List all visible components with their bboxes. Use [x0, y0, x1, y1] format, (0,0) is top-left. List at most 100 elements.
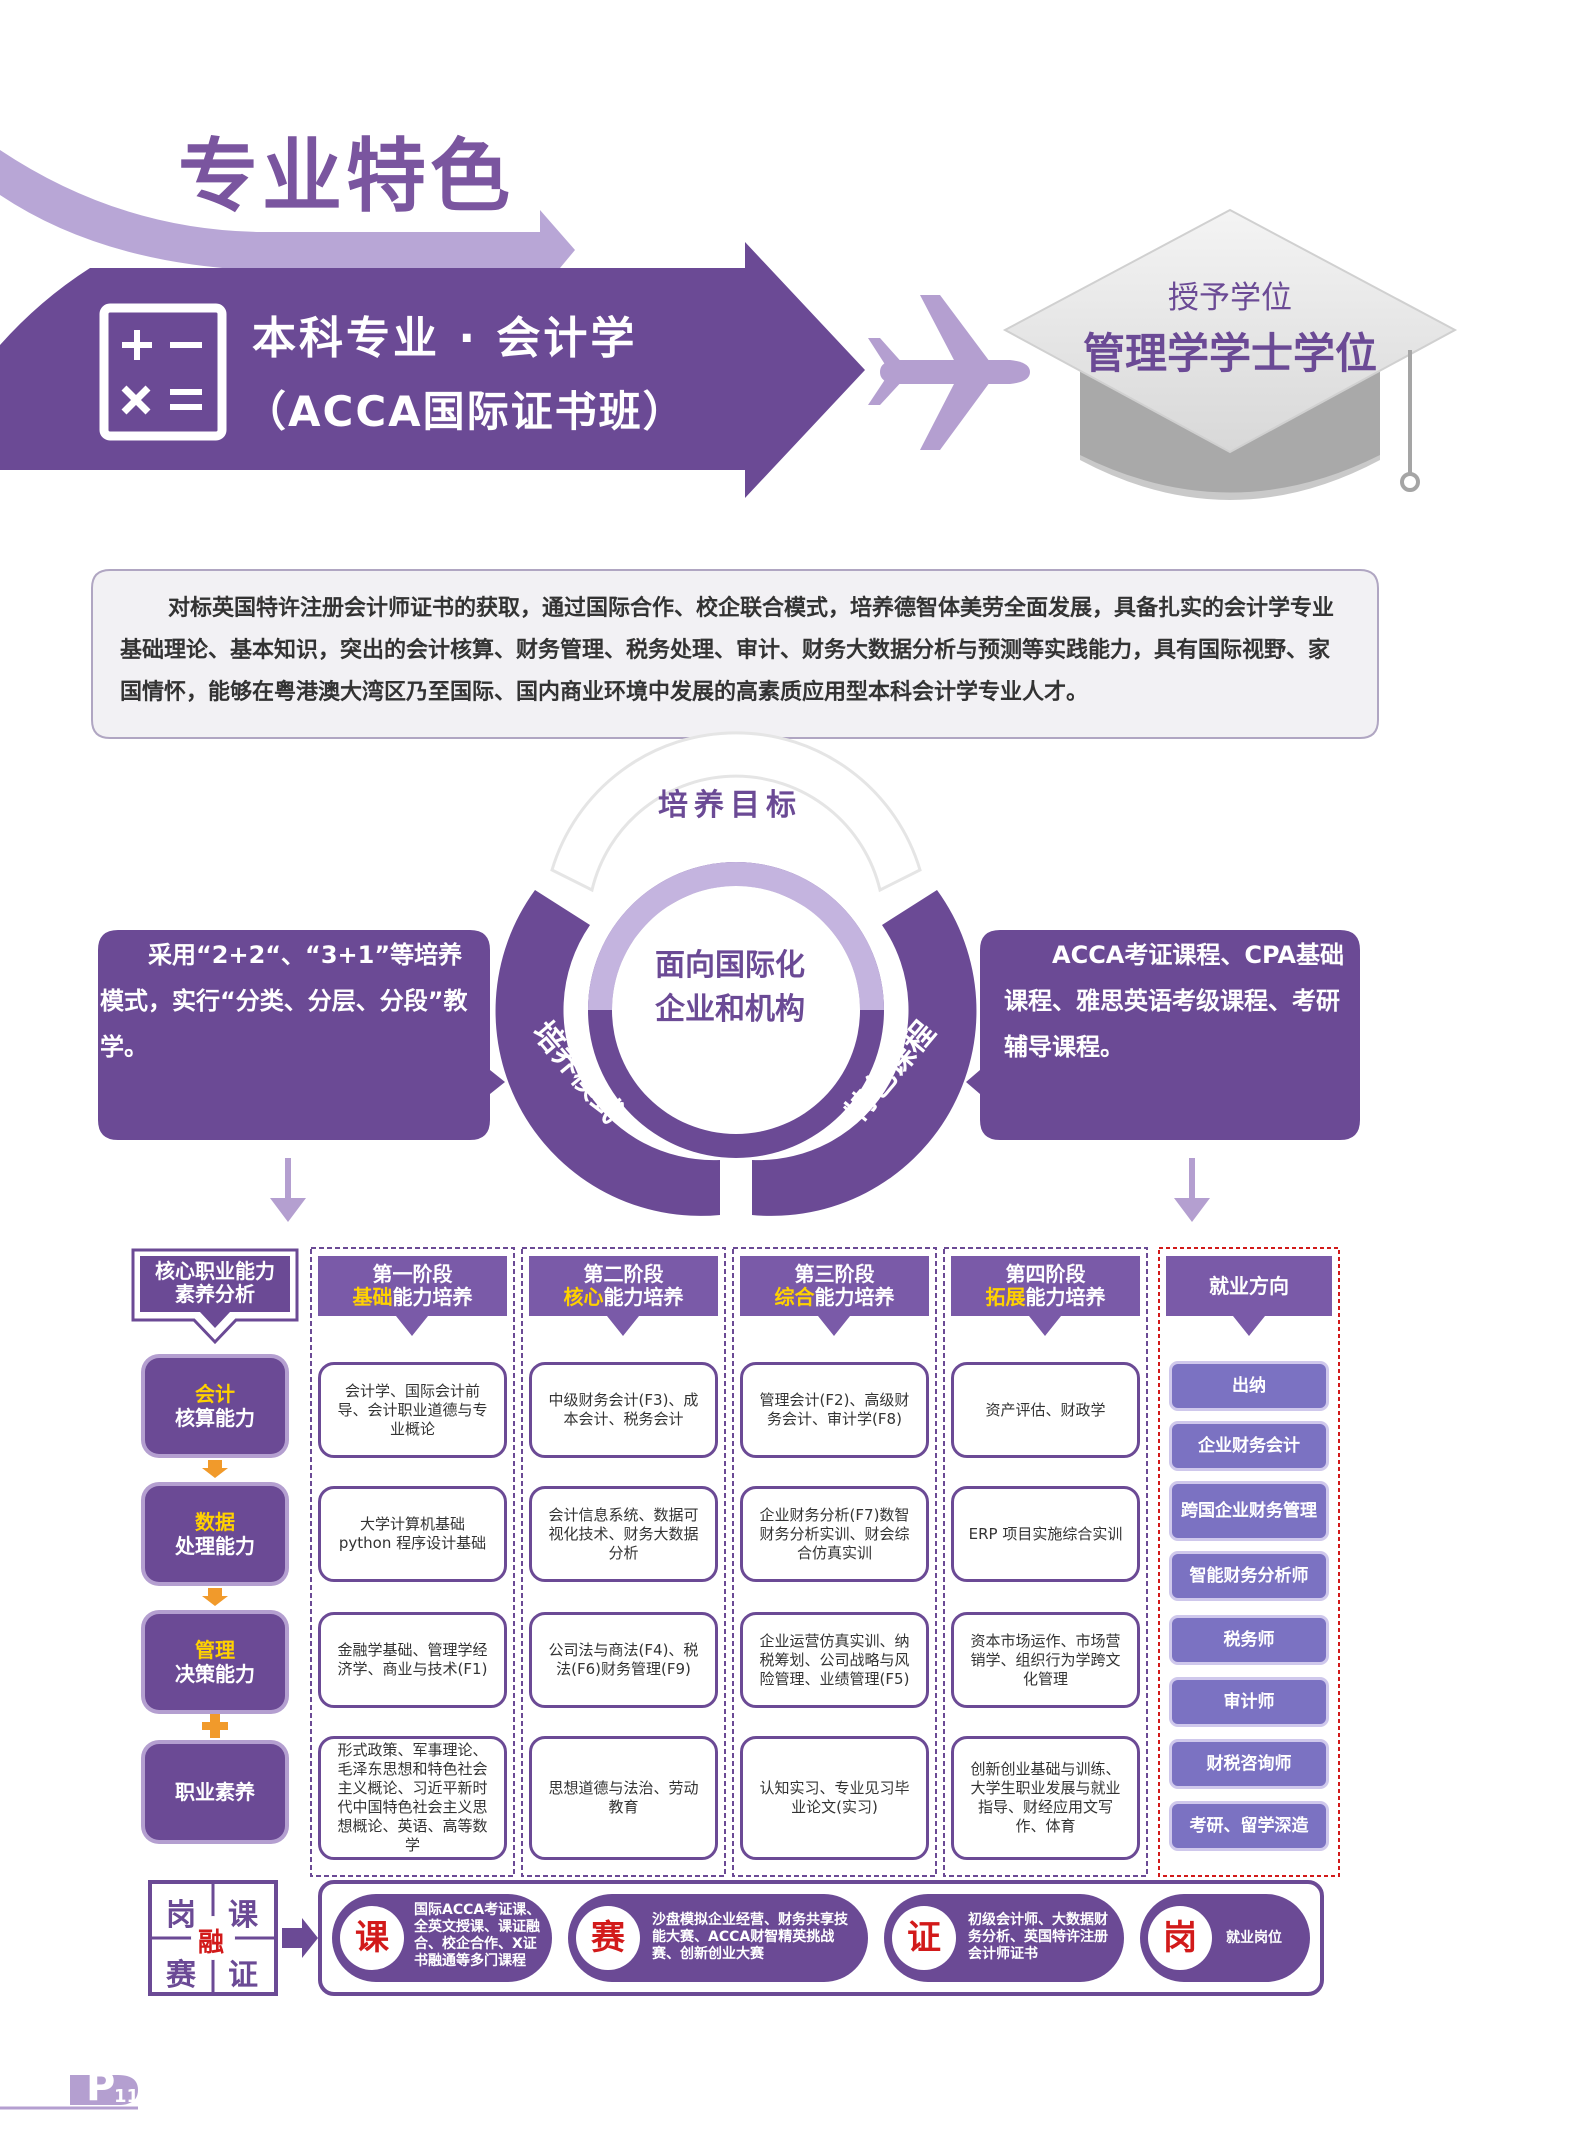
competency-highlight: 会计 [195, 1382, 235, 1406]
swoosh-arrow [0, 150, 575, 292]
competency-item: 数据 处理能力 [145, 1486, 285, 1582]
stage-title: 第二阶段 [583, 1262, 664, 1286]
integration-item: 证 初级会计师、大数据财务分析、英国特许注册会计师证书 [884, 1894, 1124, 1982]
integration-item: 课 国际ACCA考证课、全英文授课、课证融合、校企合作、X证书融通等多门课程 [332, 1894, 552, 1982]
stage-subtitle-rest: 能力培养 [603, 1285, 684, 1309]
stage-subtitle: 核心能力培养 [529, 1286, 718, 1309]
integration-text: 初级会计师、大数据财务分析、英国特许注册会计师证书 [968, 1912, 1108, 1962]
wheel-center-line: 面向国际化 [655, 948, 805, 983]
wheel-goal-label: 培养目标 [658, 788, 802, 823]
integration-item: 赛 沙盘模拟企业经营、财务共享技能大赛、ACCA财智精英挑战赛、创新创业大赛 [568, 1894, 868, 1982]
competency-label: 决策能力 [175, 1662, 255, 1686]
grid-char-ke: 课 [228, 1898, 258, 1933]
course-cell: 会计信息系统、数据可视化技术、财务大数据分析 [529, 1486, 718, 1582]
career-item: 企业财务会计 [1172, 1424, 1326, 1468]
page-number: 11 [114, 2086, 140, 2107]
career-header: 就业方向 [1166, 1256, 1332, 1316]
competency-label: 处理能力 [175, 1534, 255, 1558]
course-cell: 公司法与商法(F4)、税法(F6)财务管理(F9) [529, 1612, 718, 1708]
feature-courses-text: ACCA考证课程、CPA基础课程、雅思英语考级课程、考研辅导课程。 [1004, 941, 1344, 1061]
career-item: 税务师 [1172, 1618, 1326, 1662]
integration-text: 国际ACCA考证课、全英文授课、课证融合、校企合作、X证书融通等多门课程 [414, 1902, 541, 1969]
wheel-center-line: 企业和机构 [655, 992, 805, 1027]
competency-label: 核算能力 [175, 1406, 255, 1430]
career-item: 智能财务分析师 [1172, 1554, 1326, 1598]
integration-char: 赛 [576, 1906, 640, 1970]
course-cell: 创新创业基础与训练、大学生职业发展与就业指导、财经应用文写作、体育 [951, 1736, 1140, 1860]
competency-item: 会计 核算能力 [145, 1358, 285, 1454]
course-cell: 企业运营仿真实训、纳税筹划、公司战略与风险管理、业绩管理(F5) [740, 1612, 929, 1708]
career-item: 出纳 [1172, 1364, 1326, 1408]
career-header-pointer [1233, 1316, 1265, 1336]
course-cell: 企业财务分析(F7)数智财务分析实训、财会综合仿真实训 [740, 1486, 929, 1582]
stage-subtitle: 拓展能力培养 [951, 1286, 1140, 1309]
course-cell: 中级财务会计(F3)、成本会计、税务会计 [529, 1362, 718, 1458]
page-title: 专业特色 [178, 130, 514, 223]
major-subtitle: （ACCA国际证书班） [244, 387, 687, 436]
competency-highlight: 管理 [195, 1638, 235, 1662]
competency-item: 管理 决策能力 [145, 1614, 285, 1710]
stage-subtitle-rest: 能力培养 [814, 1285, 895, 1309]
major-arrow-band [0, 242, 865, 498]
course-cell: 金融学基础、管理学经济学、商业与技术(F1) [318, 1612, 507, 1708]
page-letter: P [86, 2064, 116, 2110]
integration-item: 岗 就业岗位 [1140, 1894, 1310, 1982]
integration-text: 就业岗位 [1226, 1930, 1282, 1946]
career-item: 财税咨询师 [1172, 1742, 1326, 1786]
grid-char-rong: 融 [198, 1928, 225, 1958]
stage-title: 第四阶段 [1005, 1262, 1086, 1286]
degree-label: 授予学位 [1168, 280, 1292, 316]
stage-header-pointer [1029, 1316, 1061, 1336]
course-cell: 管理会计(F2)、高级财务会计、审计学(F8) [740, 1362, 929, 1458]
competency-label: 职业素养 [175, 1780, 255, 1804]
wheel-center-text: 面向国际化 企业和机构 [610, 944, 850, 1032]
core-header-line: 核心职业能力 [155, 1259, 275, 1283]
stage-subtitle: 综合能力培养 [740, 1286, 929, 1309]
core-header: 核心职业能力 素养分析 [140, 1260, 290, 1306]
stage-title: 第三阶段 [794, 1262, 875, 1286]
career-item: 考研、留学深造 [1172, 1804, 1326, 1848]
course-cell: 资本市场运作、市场营销学、组织行为学跨文化管理 [951, 1612, 1140, 1708]
stage-highlight: 综合 [774, 1285, 815, 1309]
stage-highlight: 拓展 [985, 1285, 1026, 1309]
course-cell: 思想道德与法治、劳动教育 [529, 1736, 718, 1860]
intro-text: 对标英国特许注册会计师证书的获取，通过国际合作、校企联合模式，培养德智体美劳全面… [120, 596, 1335, 705]
competency-highlight: 数据 [195, 1510, 235, 1534]
core-header-line: 素养分析 [175, 1282, 255, 1306]
stage-header: 第二阶段 核心能力培养 [529, 1256, 718, 1316]
stage-subtitle-rest: 能力培养 [1025, 1285, 1106, 1309]
career-item: 审计师 [1172, 1680, 1326, 1724]
left-box-shape [98, 930, 505, 1140]
training-wheel [495, 731, 977, 1216]
course-cell: 资产评估、财政学 [951, 1362, 1140, 1458]
stage-header-pointer [607, 1316, 639, 1336]
competency-item: 职业素养 [145, 1744, 285, 1840]
stage-header: 第三阶段 综合能力培养 [740, 1256, 929, 1316]
stage-header-pointer [396, 1316, 428, 1336]
course-cell: 认知实习、专业见习毕业论文(实习) [740, 1736, 929, 1860]
stage-subtitle: 基础能力培养 [318, 1286, 507, 1309]
stage-header: 第一阶段 基础能力培养 [318, 1256, 507, 1316]
stage-title: 第一阶段 [372, 1262, 453, 1286]
major-name: 本科专业 · 会计学 [252, 313, 638, 364]
graduation-cap-icon [1002, 208, 1458, 500]
grid-char-sai: 赛 [166, 1958, 196, 1993]
integration-char: 证 [892, 1906, 956, 1970]
career-item: 跨国企业财务管理 [1172, 1484, 1326, 1538]
grid-char-gang: 岗 [166, 1898, 196, 1933]
airplane-icon [868, 295, 1030, 450]
stage-highlight: 核心 [563, 1285, 604, 1309]
page-marker-shape [70, 2075, 138, 2105]
integration-char: 课 [340, 1906, 404, 1970]
career-header-label: 就业方向 [1209, 1274, 1289, 1298]
degree-name: 管理学学士学位 [1082, 329, 1377, 378]
course-cell: 形式政策、军事理论、毛泽东思想和特色社会主义概论、习近平新时代中国特色社会主义思… [318, 1736, 507, 1860]
down-arrows [270, 1158, 1210, 1222]
grid-char-zheng: 证 [228, 1958, 258, 1993]
stage-header-pointer [818, 1316, 850, 1336]
training-mode-text: 采用“2+2“、“3+1”等培养模式，实行“分类、分层、分段”教学。 [100, 941, 468, 1061]
stage-highlight: 基础 [352, 1285, 393, 1309]
right-box-shape [966, 930, 1360, 1140]
calculator-icon [99, 303, 227, 441]
